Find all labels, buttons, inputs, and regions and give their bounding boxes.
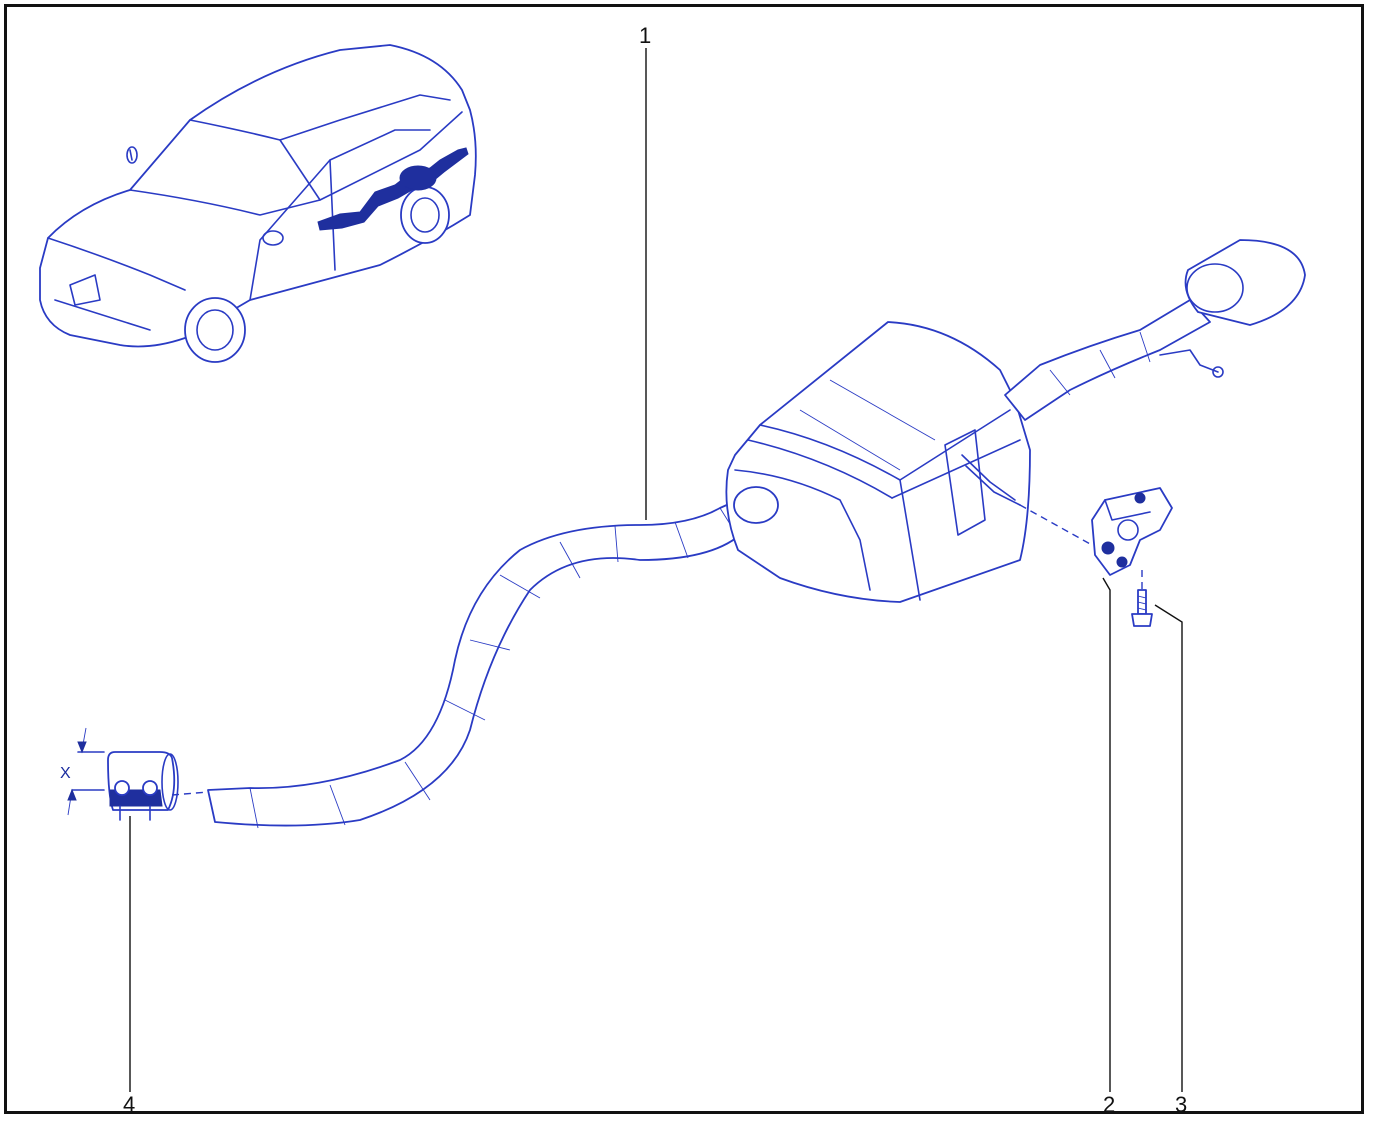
callout-3: 3 xyxy=(1175,1092,1187,1117)
callout-2: 2 xyxy=(1103,1092,1115,1117)
callout-4: 4 xyxy=(123,1092,135,1117)
car-locator-illustration xyxy=(39,44,477,363)
rear-silencer xyxy=(725,321,1031,603)
mount-alignment-line xyxy=(1019,504,1093,546)
leader-3 xyxy=(1154,604,1183,1092)
exhaust-clamp xyxy=(107,751,179,821)
exhaust-pipe-assembly xyxy=(207,489,776,829)
rubber-mount xyxy=(1091,487,1173,576)
mounting-bolt xyxy=(1131,589,1153,627)
dimension-label: X xyxy=(60,765,71,782)
callout-1: 1 xyxy=(639,23,651,48)
clamp-dimension: X xyxy=(60,727,105,816)
tail-pipe xyxy=(1004,239,1306,421)
clamp-alignment-line xyxy=(171,791,209,796)
leader-2 xyxy=(1102,577,1111,1092)
